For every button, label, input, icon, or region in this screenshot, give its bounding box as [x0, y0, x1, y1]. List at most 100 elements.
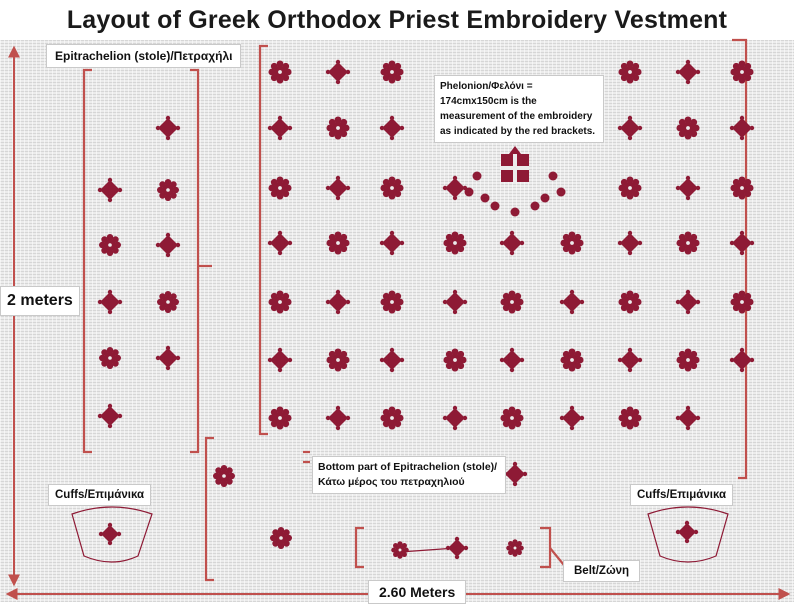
cuff-outline-right: [647, 506, 729, 563]
diamond-motif: [559, 405, 585, 431]
diamond-motif: [379, 115, 405, 141]
central-cross-motif: [501, 146, 529, 182]
diamond-motif: [445, 536, 469, 560]
diamond-motif: [267, 347, 293, 373]
rosette-motif: [618, 290, 642, 314]
label-belt: Belt/Ζώνη: [563, 560, 641, 582]
rosette-motif: [618, 60, 642, 84]
red-brackets: [82, 38, 748, 582]
diamond-motif: [379, 230, 405, 256]
floral-branch-leaf: [540, 193, 550, 203]
diamond-motif: [675, 405, 701, 431]
rosette-motif: [99, 234, 122, 256]
belt-cord: [399, 547, 457, 553]
rosette-motif: [676, 116, 700, 140]
diamond-motif: [442, 405, 468, 431]
rosette-motif: [500, 290, 524, 314]
diamond-motif: [97, 289, 123, 315]
rosette-motif: [380, 290, 404, 314]
rosette-motif: [506, 539, 524, 557]
floral-branch-leaf: [490, 201, 500, 211]
diamond-motif: [155, 232, 181, 258]
rosette-motif: [391, 541, 409, 559]
stole-bracket-left: [82, 68, 92, 454]
diamond-motif: [499, 230, 525, 256]
phelonion-bracket-right: [732, 38, 748, 480]
floral-branch-leaf: [510, 207, 520, 217]
floral-branch-leaf: [530, 201, 540, 211]
rosette-motif: [618, 176, 642, 200]
rosette-motif: [157, 179, 179, 201]
phelonion-bracket-left: [258, 44, 268, 436]
stole-bracket-right: [190, 68, 200, 454]
floral-branch-leaf: [556, 187, 566, 197]
page-title: Layout of Greek Orthodox Priest Embroide…: [66, 6, 728, 34]
belt-bracket-right: [540, 526, 552, 569]
rosette-motif: [268, 60, 292, 84]
rosette-motif: [380, 406, 404, 430]
rosette-motif: [443, 348, 467, 372]
rosette-motif: [326, 116, 350, 140]
rosette-motif: [268, 176, 292, 200]
rosette-motif: [326, 231, 350, 255]
rosette-motif: [730, 60, 754, 84]
rosette-motif: [326, 348, 350, 372]
rosette-motif: [676, 348, 700, 372]
rosette-motif: [730, 176, 754, 200]
embroidery-motifs: [97, 59, 755, 560]
floral-branch-leaf: [464, 187, 474, 197]
fabric-background: [0, 40, 794, 602]
rosette-motif: [676, 231, 700, 255]
label-epitrachelion: Epitrachelion (stole)/Πετραχήλι: [46, 44, 242, 68]
diamond-motif: [559, 289, 585, 315]
label-cuffs-right: Cuffs/Επιμάνικα: [630, 484, 734, 506]
rosette-motif: [213, 465, 235, 487]
diamond-motif: [675, 520, 699, 544]
diamond-motif: [97, 403, 123, 429]
diamond-motif: [442, 289, 468, 315]
rosette-motif: [270, 527, 292, 549]
label-cuffs-left: Cuffs/Επιμάνικα: [48, 484, 152, 506]
label-stole-bottom: Bottom part of Epitrachelion (stole)/ Κά…: [312, 456, 506, 494]
diamond-motif: [325, 289, 351, 315]
rosette-motif: [268, 406, 292, 430]
rosette-motif: [380, 60, 404, 84]
diamond-motif: [729, 230, 755, 256]
diamond-motif: [502, 461, 528, 487]
rosette-motif: [500, 406, 524, 430]
diamond-motif: [675, 175, 701, 201]
stole-bottom-bracket: [204, 436, 214, 582]
diamond-motif: [675, 59, 701, 85]
diamond-motif: [98, 522, 122, 546]
diamond-motif: [499, 347, 525, 373]
cuff-outlines: [71, 506, 729, 563]
diamond-motif: [155, 115, 181, 141]
diamond-motif: [325, 59, 351, 85]
rosette-motif: [730, 290, 754, 314]
diamond-motif: [325, 405, 351, 431]
rosette-motif: [157, 291, 179, 313]
rosette-motif: [560, 231, 584, 255]
rosette-motif: [99, 347, 122, 369]
diamond-motif: [267, 230, 293, 256]
rosette-motif: [443, 231, 467, 255]
cuff-outline-left: [71, 506, 153, 563]
diamond-motif: [729, 115, 755, 141]
diamond-motif: [97, 177, 123, 203]
rosette-motif: [618, 406, 642, 430]
diamond-motif: [155, 345, 181, 371]
belt-bracket-left: [354, 526, 364, 569]
rosette-motif: [268, 290, 292, 314]
diamond-motif: [729, 347, 755, 373]
rosette-motif: [380, 176, 404, 200]
floral-branch-leaf: [480, 193, 490, 203]
rosette-motif: [560, 348, 584, 372]
diamond-motif: [675, 289, 701, 315]
label-phelonion: Phelonion/Φελόνι = 174cmx150cm is the me…: [434, 75, 604, 143]
label-width: 2.60 Meters: [368, 580, 467, 604]
label-height: 2 meters: [0, 286, 80, 316]
diamond-motif: [617, 230, 643, 256]
floral-branch-leaf: [548, 171, 558, 181]
diamond-motif: [442, 175, 468, 201]
